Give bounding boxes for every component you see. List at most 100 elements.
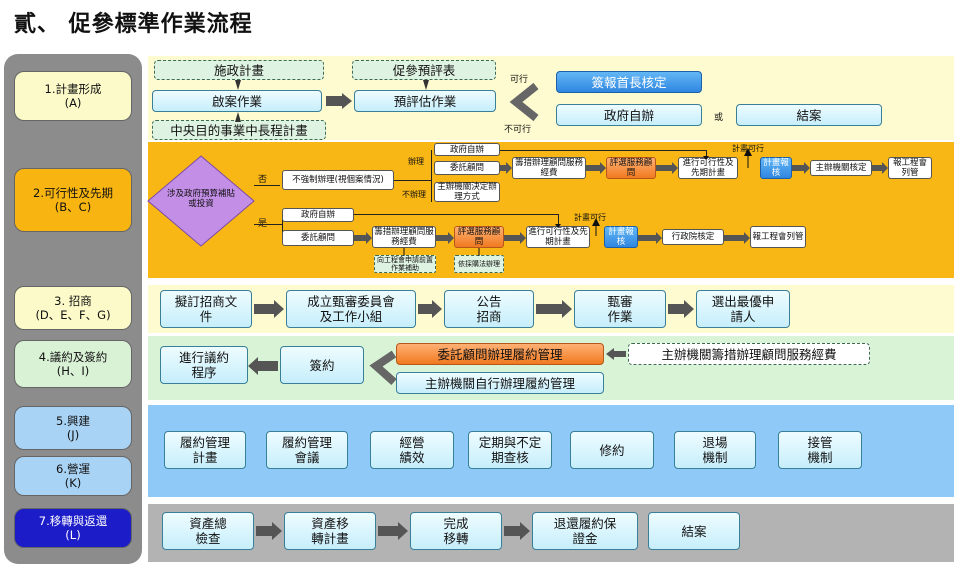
gov-self-box-1[interactable]: 政府自辦 [434,143,500,156]
box-label: 計畫報核 [763,158,789,178]
sign-box[interactable]: 簽約 [280,346,364,384]
phase-1[interactable]: 1.計畫形成 (A) [14,71,132,121]
report-box-1[interactable]: 計畫報核 [760,157,792,179]
policy-plan-box[interactable]: 施政計畫 [154,60,324,80]
box-label: 籌措辦理顧問服務經費 [514,158,583,178]
ops-step-2[interactable]: 履約管理會議 [266,431,348,469]
transfer-step-4[interactable]: 退還履約保證金 [532,512,638,550]
select-box-2[interactable]: 評選服務顧問 [454,226,504,248]
band-construction-operation: 履約管理計畫 履約管理會議 經營績效 定期與不定期查核 修約 退場機制 接管機制 [148,405,954,497]
box-label: 公告招商 [476,294,502,324]
box-label: 啟案作業 [211,93,262,109]
arrows-layer [254,300,694,318]
apply-subsidy-box[interactable]: 向工程會申請前置作業補助 [374,255,436,273]
box-label: 中央目的事業中長程計畫 [170,122,308,138]
phase-code: (K) [64,476,82,490]
box-label: 經營績效 [399,435,425,465]
consult-manage-box[interactable]: 委託顧問辦理履約管理 [396,343,604,365]
not-do-label: 不辦理 [402,190,426,199]
close-box[interactable]: 結案 [736,104,882,126]
agency-decide-box[interactable]: 主辦機關決定辦理方式 [434,182,500,202]
box-label: 促參預評表 [392,62,456,78]
box-label: 委託顧問 [300,233,335,243]
mid-long-plan-box[interactable]: 中央目的事業中長程計畫 [152,120,326,140]
tender-step-4[interactable]: 甄審作業 [574,290,666,328]
report-eng-box-1[interactable]: 報工程會列管 [888,157,932,179]
feasibility-box-1[interactable]: 進行可行性及先期計畫 [678,157,738,179]
ops-step-7[interactable]: 接管機制 [778,431,862,469]
agency-fund-box[interactable]: 主辦機關籌措辦理顧問服務經費 [628,343,870,365]
ops-step-4[interactable]: 定期與不定期查核 [468,431,552,469]
agency-approve-box[interactable]: 主辦機關核定 [810,160,872,176]
tender-step-3[interactable]: 公告招商 [444,290,534,328]
tender-step-5[interactable]: 選出最優申請人 [696,290,790,328]
or-label: 或 [714,113,724,123]
box-label: 退場機制 [702,435,728,465]
ops-step-3[interactable]: 經營績效 [370,431,454,469]
gov-self-box-2[interactable]: 政府自辦 [282,208,354,222]
phase-3[interactable]: 3. 招商 (D、E、F、G) [14,286,132,330]
transfer-step-5[interactable]: 結案 [648,512,740,550]
select-box-1[interactable]: 評選服務顧問 [606,157,656,179]
down-arrow-icon [423,80,429,90]
box-label: 依採購法辦理 [458,260,500,268]
fund-box-1[interactable]: 籌措辦理顧問服務經費 [512,157,586,179]
box-label: 不強制辦理(視個案情況) [292,175,384,185]
curve-arrow-icon [509,82,539,122]
exec-approve-box[interactable]: 行政院核定 [662,229,724,245]
tender-step-1[interactable]: 擬訂招商文件 [160,290,252,328]
report-box-2[interactable]: 計畫報核 [604,226,638,248]
ops-step-5[interactable]: 修約 [570,431,654,469]
transfer-step-3[interactable]: 完成移轉 [410,512,502,550]
box-label: 行政院核定 [671,232,715,242]
phase-6[interactable]: 6.營運 (K) [14,456,132,496]
phase-2[interactable]: 2.可行性及先期 (B、C) [14,168,132,232]
box-label: 主辦機關籌措辦理顧問服務經費 [661,346,837,362]
sign-approve-box[interactable]: 簽報首長核定 [556,71,702,93]
box-label: 施政計畫 [213,62,264,78]
arrow-icon [326,93,352,109]
box-label: 甄審作業 [607,294,633,324]
box-label: 進行可行性及先期計畫 [528,227,588,247]
do-label: 辦理 [408,157,424,166]
phase-4[interactable]: 4.議約及簽約 (H、I) [14,340,132,388]
phase-7[interactable]: 7.移轉與返還 (L) [14,508,132,548]
box-label: 計畫報核 [608,227,634,247]
tender-step-2[interactable]: 成立甄審委員會及工作小組 [286,290,416,328]
phase-code: (H、I) [56,364,90,378]
box-label: 完成移轉 [443,516,469,546]
box-label: 履約管理計畫 [179,435,230,465]
report-eng-box-2[interactable]: 報工程會列管 [750,226,806,248]
consult-box-2[interactable]: 委託顧問 [282,230,354,246]
start-op-box[interactable]: 啟案作業 [152,90,322,112]
negotiate-box[interactable]: 進行議約程序 [160,346,248,384]
phase-label: 5.興建 [56,414,90,428]
pre-eval-box[interactable]: 預評估作業 [354,90,496,112]
box-label: 主辦機關決定辦理方式 [437,182,497,202]
box-label: 評選服務顧問 [609,158,653,178]
eval-form-box[interactable]: 促參預評表 [352,60,496,80]
band-plan-formation: 施政計畫 啟案作業 中央目的事業中長程計畫 促參預評表 預評估作業 可行 不可行… [148,56,954,140]
not-forced-box[interactable]: 不強制辦理(視個案情況) [282,170,394,190]
box-label: 政府自辦 [603,107,654,123]
box-label: 籌措辦理顧問服務經費 [374,227,434,247]
phase-5[interactable]: 5.興建 (J) [14,406,132,450]
ops-step-6[interactable]: 退場機制 [674,431,756,469]
transfer-step-1[interactable]: 資產總檢查 [162,512,254,550]
band-tender: 擬訂招商文件 成立甄審委員會及工作小組 公告招商 甄審作業 選出最優申請人 [148,285,954,333]
consult-box-1[interactable]: 委託顧問 [434,161,500,175]
arrows-layer [256,522,530,540]
band-transfer: 資產總檢查 資產移轉計畫 完成移轉 退還履約保證金 結案 [148,504,954,562]
box-label: 資產總檢查 [189,516,227,546]
gov-self-box[interactable]: 政府自辦 [556,104,702,126]
box-label: 資產移轉計畫 [311,516,349,546]
transfer-step-2[interactable]: 資產移轉計畫 [284,512,376,550]
decision-text: 涉及政府預算補貼或投資 [166,189,235,209]
self-manage-box[interactable]: 主辦機關自行辦理履約管理 [396,372,604,394]
fund-box-2[interactable]: 籌措辦理顧問服務經費 [372,226,436,248]
decision-diamond[interactable] [147,155,255,247]
box-label: 報工程會列管 [892,158,927,178]
box-label: 政府自辦 [449,144,484,155]
box-label: 修約 [599,442,625,458]
ops-step-1[interactable]: 履約管理計畫 [164,431,246,469]
